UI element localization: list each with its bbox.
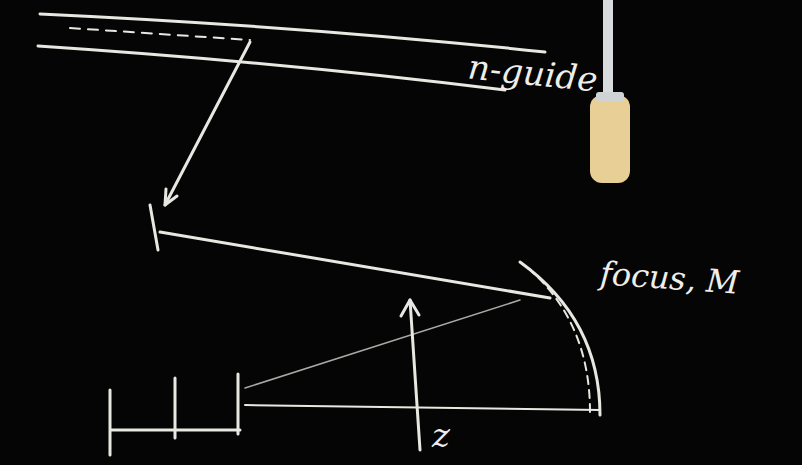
arrow-head bbox=[165, 189, 177, 205]
guide-wall bbox=[38, 46, 505, 90]
source bbox=[110, 374, 240, 455]
arrow-head bbox=[401, 300, 419, 316]
axis bbox=[245, 405, 600, 410]
curved-mirror-surface bbox=[528, 268, 590, 412]
z-arrow bbox=[410, 300, 420, 450]
ray bbox=[165, 42, 250, 205]
microphone bbox=[590, 95, 630, 183]
guide-wall bbox=[40, 14, 545, 52]
microphone-stalk bbox=[603, 0, 613, 100]
ray bbox=[160, 232, 550, 298]
mirror-label: focus, M bbox=[599, 257, 740, 299]
guide-label: n-guide bbox=[467, 49, 600, 96]
curved-mirror bbox=[520, 262, 600, 415]
ray bbox=[245, 300, 520, 388]
axis-label: z bbox=[432, 418, 450, 452]
flat-mirror bbox=[150, 205, 158, 250]
microphone-collar bbox=[596, 92, 624, 102]
guide-core bbox=[70, 28, 250, 40]
